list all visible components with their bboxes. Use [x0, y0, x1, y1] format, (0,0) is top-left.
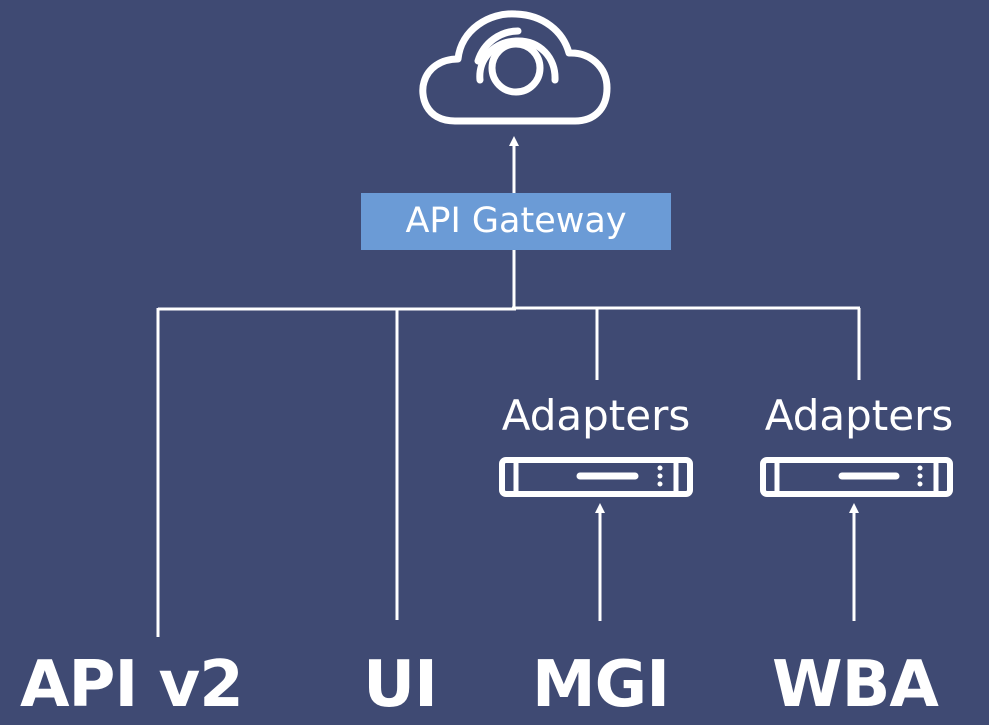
source-label-wba: WBA [772, 648, 939, 722]
server-icon [760, 457, 953, 497]
api-gateway-box [361, 193, 671, 250]
api-gateway-label: API Gateway [405, 201, 627, 241]
adapter-label-wba: Adapters [764, 391, 954, 440]
adapter-label-mgi: Adapters [501, 391, 691, 440]
source-label-ui: UI [363, 648, 438, 722]
server-icon [499, 457, 693, 497]
cloud-icon [419, 10, 611, 125]
source-label-mgi: MGI [531, 648, 670, 722]
source-label-api-v2: API v2 [20, 648, 244, 722]
